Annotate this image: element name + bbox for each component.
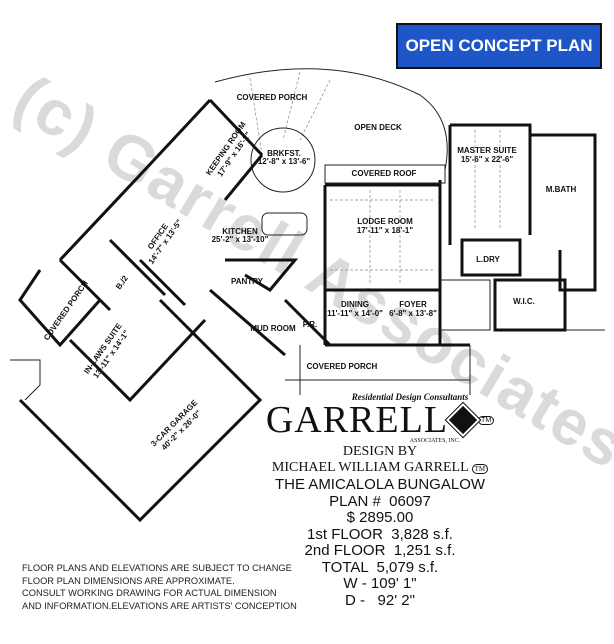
room-wic: W.I.C. (513, 297, 535, 306)
room-kitchen-size: 25'-2" x 13'-10" (212, 235, 269, 244)
disclaimer-line: FLOOR PLANS AND ELEVATIONS ARE SUBJECT T… (22, 563, 292, 573)
open-concept-plan-badge: OPEN CONCEPT PLAN (396, 23, 602, 69)
plan-name: THE AMICALOLA BUNGALOW (274, 476, 486, 493)
room-lodge-room: LODGE ROOM (357, 217, 413, 226)
room-covered-porch-left: COVERED PORCH (42, 279, 90, 342)
room-pr: P.R. (303, 320, 318, 329)
depth-dimension: D - 92' 2" (345, 591, 415, 609)
room-master-suite: MASTER SUITE (457, 146, 517, 155)
covered-porch-left-walls (18, 258, 112, 348)
lodge-beams (330, 190, 435, 285)
porch-beams (249, 71, 331, 156)
room-kitchen: KITCHEN (222, 227, 258, 236)
disclaimer-line: CONSULT WORKING DRAWING FOR ACTUAL DIMEN… (22, 588, 277, 598)
pantry-walls (225, 258, 299, 292)
second-floor-area: 2nd FLOOR 1,251 s.f. (304, 542, 456, 559)
room-pantry: PANTRY (231, 277, 264, 286)
room-l-dry: L.DRY (476, 255, 500, 264)
designer: MICHAEL WILLIAM GARRELL TM (250, 460, 510, 477)
laundry-walls (460, 238, 522, 277)
designer-name: MICHAEL WILLIAM GARRELL (271, 460, 469, 475)
room-dining: DINING (341, 300, 369, 309)
room-master-suite-size: 15'-6" x 22'-6" (461, 155, 514, 164)
front-porch-outline (285, 345, 471, 395)
logo-name: GARRELL (265, 399, 449, 441)
deck-arc (214, 68, 448, 171)
room-covered-porch-bottom: COVERED PORCH (307, 362, 378, 371)
price: $ 2895.00 (346, 509, 414, 526)
kitchen-island (261, 212, 308, 236)
plan-info: Residential Design Consultants GARRELL T… (250, 392, 510, 609)
first-floor-area: 1st FLOOR 3,828 s.f. (307, 525, 453, 543)
width-dimension: W - 109' 1" (343, 575, 417, 592)
room-dining-size: 11'-11" x 14'-0" (327, 309, 383, 318)
logo-sub: ASSOCIATES, INC. (409, 438, 461, 444)
diamond-icon (444, 401, 482, 439)
total-area: TOTAL 5,079 s.f. (321, 558, 439, 576)
room-brkfst: BRKFST. (267, 149, 301, 158)
room-lodge-room-size: 17'-11" x 18'-1" (357, 226, 414, 235)
disclaimer-line: FLOOR PLAN DIMENSIONS ARE APPROXIMATE. (22, 575, 235, 586)
mud-room-walls (209, 288, 332, 357)
master-walls (448, 123, 597, 292)
breakfast-bay (250, 127, 316, 193)
plan-number: PLAN # 06097 (329, 492, 431, 510)
garage-walls (18, 298, 263, 523)
disclaimer: FLOOR PLANS AND ELEVATIONS ARE SUBJECT T… (22, 562, 297, 612)
room-b2: B./2 (114, 274, 130, 292)
suite-walls (68, 238, 207, 403)
stair (440, 279, 605, 331)
room-m-bath: M.BATH (546, 185, 577, 194)
room-foyer-size: 6'-8" x 13'-8" (389, 309, 437, 318)
lodge-dining-walls (323, 180, 470, 347)
logo-tagline: Residential Design Consultants (351, 392, 469, 402)
room-open-deck: OPEN DECK (354, 123, 402, 132)
garage-wing (10, 359, 41, 401)
room-covered-roof: COVERED ROOF (352, 169, 417, 178)
keeping-room-walls (58, 98, 264, 262)
designer-tm: TM (471, 464, 489, 474)
master-beams (474, 130, 501, 230)
room-foyer: FOYER (399, 300, 427, 309)
garrell-logo: GARRELL TM (250, 399, 510, 441)
logo-tm: TM (478, 415, 495, 425)
design-by: DESIGN BY (342, 444, 418, 459)
room-brkfst-size: 12'-8" x 13'-6" (258, 157, 311, 166)
room-mud-room: MUD ROOM (250, 324, 296, 333)
room-covered-porch-top: COVERED PORCH (237, 93, 308, 102)
covered-roof-outline (324, 164, 446, 184)
disclaimer-line: AND INFORMATION.ELEVATIONS ARE ARTISTS' … (22, 600, 297, 611)
